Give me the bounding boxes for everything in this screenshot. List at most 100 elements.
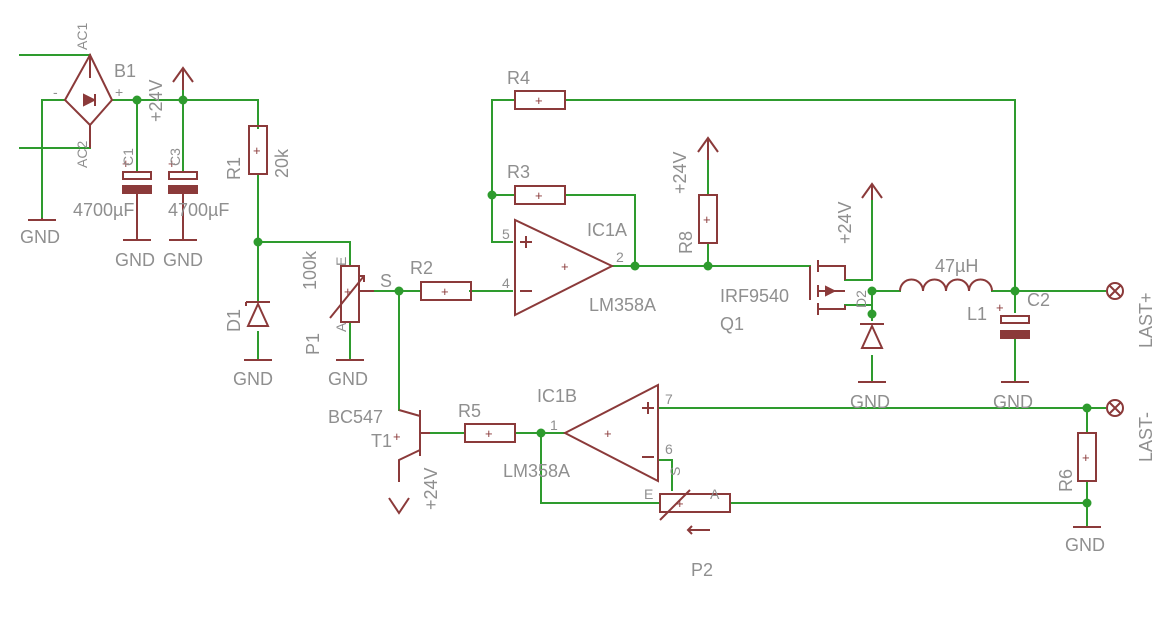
bridge-rectifier-b1: B1 AC1 AC2 - +: [53, 23, 136, 168]
svg-text:+: +: [676, 496, 684, 511]
p1-pin-s: S: [380, 271, 392, 291]
value-p1: 100k: [300, 250, 320, 290]
label-t1: T1: [371, 431, 392, 451]
label-r4: R4: [507, 68, 530, 88]
supply-24v-t1: +24V: [388, 467, 441, 515]
junction-dots: [132, 95, 1092, 508]
resistor-r4: + R4: [507, 68, 566, 110]
svg-text:+: +: [535, 93, 543, 108]
label-r2: R2: [410, 258, 433, 278]
label-c3: C3: [167, 148, 183, 166]
transistor-t1: + BC547 T1: [328, 407, 430, 482]
label-b1: B1: [114, 61, 136, 81]
potentiometer-p2: + E A S P2: [644, 467, 731, 580]
ic1b-pin6: 6: [665, 441, 673, 457]
supply-24v-q1: +24V: [835, 182, 883, 244]
label-b1-minus: -: [53, 84, 58, 100]
ic1b-pin1: 1: [550, 417, 558, 433]
opamp-ic1a: + 5 4 2 IC1A LM358A: [502, 218, 656, 317]
resistor-r5: + R5: [458, 401, 516, 443]
terminal-last-plus: LAST+: [1106, 282, 1156, 348]
resistor-r8: + R8: [676, 194, 718, 254]
gnd-label: GND: [850, 392, 890, 412]
p2-pin-a: A: [710, 486, 720, 502]
value-c3: 4700µF: [168, 200, 229, 220]
svg-text:+: +: [122, 156, 130, 171]
resistor-r3: + R3: [507, 162, 566, 205]
p1-pin-e: E: [333, 257, 349, 266]
capacitor-c3: + C3 4700µF: [167, 148, 229, 240]
label-24v-t1: +24V: [421, 467, 441, 510]
svg-text:+: +: [344, 284, 352, 299]
label-c2: C2: [1027, 290, 1050, 310]
value-r1: 20k: [272, 148, 292, 178]
label-24v-r8: +24V: [670, 151, 690, 194]
resistor-r6: + R6: [1056, 432, 1097, 492]
ground-symbol: GND: [20, 218, 60, 247]
value-l1: 47µH: [935, 256, 978, 276]
label-r1: R1: [224, 157, 244, 180]
ground-symbol: GND: [115, 239, 155, 270]
ground-symbol: GND: [1065, 526, 1105, 555]
gnd-label: GND: [233, 369, 273, 389]
label-p1: P1: [303, 333, 323, 355]
svg-text:+: +: [253, 143, 261, 158]
capacitor-c2: + C2: [996, 290, 1050, 339]
ground-symbol: GND: [328, 359, 368, 389]
mosfet-q1: IRF9540 Q1: [720, 260, 846, 334]
svg-text:+: +: [561, 259, 569, 274]
supply-24v-top: +24V: [146, 66, 194, 122]
label-c1: C1: [120, 148, 136, 166]
svg-text:+: +: [703, 212, 711, 227]
part-ic1b: LM358A: [503, 461, 570, 481]
label-24v-q1: +24V: [835, 201, 855, 244]
terminal-last-minus: LAST-: [1106, 399, 1156, 462]
svg-text:+: +: [535, 188, 543, 203]
ground-symbol: GND: [850, 381, 890, 412]
potentiometer-p1: + E A S P1 100k: [300, 250, 392, 355]
label-b1-plus: +: [115, 84, 123, 100]
label-l1: L1: [967, 304, 987, 324]
ic1b-pin7: 7: [665, 391, 673, 407]
ground-symbol: GND: [163, 239, 203, 270]
ground-symbol: GND: [233, 359, 273, 389]
label-ic1b: IC1B: [537, 386, 577, 406]
ic1a-pin2: 2: [616, 249, 624, 265]
label-ic1a: IC1A: [587, 220, 627, 240]
label-ac1: AC1: [74, 23, 90, 50]
diode-d2: D2: [853, 290, 884, 349]
resistor-r1: + R1 20k: [224, 125, 292, 180]
label-r6: R6: [1056, 469, 1076, 492]
part-q1: IRF9540: [720, 286, 789, 306]
label-r5: R5: [458, 401, 481, 421]
svg-text:+: +: [604, 426, 612, 441]
ic1a-pin5: 5: [502, 226, 510, 242]
svg-text:+: +: [441, 284, 449, 299]
label-r8: R8: [676, 231, 696, 254]
gnd-label: GND: [163, 250, 203, 270]
part-t1: BC547: [328, 407, 383, 427]
svg-text:+: +: [996, 300, 1004, 315]
capacitor-c1: + C1 4700µF: [73, 148, 152, 240]
ground-symbol: GND: [993, 381, 1033, 412]
gnd-label: GND: [1065, 535, 1105, 555]
part-ic1a: LM358A: [589, 295, 656, 315]
gnd-label: GND: [328, 369, 368, 389]
gnd-label: GND: [993, 392, 1033, 412]
resistor-r2: + R2: [410, 258, 472, 301]
supply-24v-r8: +24V: [670, 136, 719, 194]
p2-pin-e: E: [644, 486, 653, 502]
gnd-label: GND: [115, 250, 155, 270]
svg-text:+: +: [393, 429, 401, 444]
p1-pin-a: A: [333, 322, 349, 332]
label-24v-top: +24V: [146, 79, 166, 122]
opamp-ic1b: + 1 7 6 IC1B LM358A: [503, 383, 673, 483]
gnd-label: GND: [20, 227, 60, 247]
label-r3: R3: [507, 162, 530, 182]
label-d2: D2: [853, 290, 869, 308]
svg-text:+: +: [485, 426, 493, 441]
ic1a-pin4: 4: [502, 275, 510, 291]
label-last-plus: LAST+: [1136, 292, 1156, 348]
label-d1: D1: [224, 309, 244, 332]
